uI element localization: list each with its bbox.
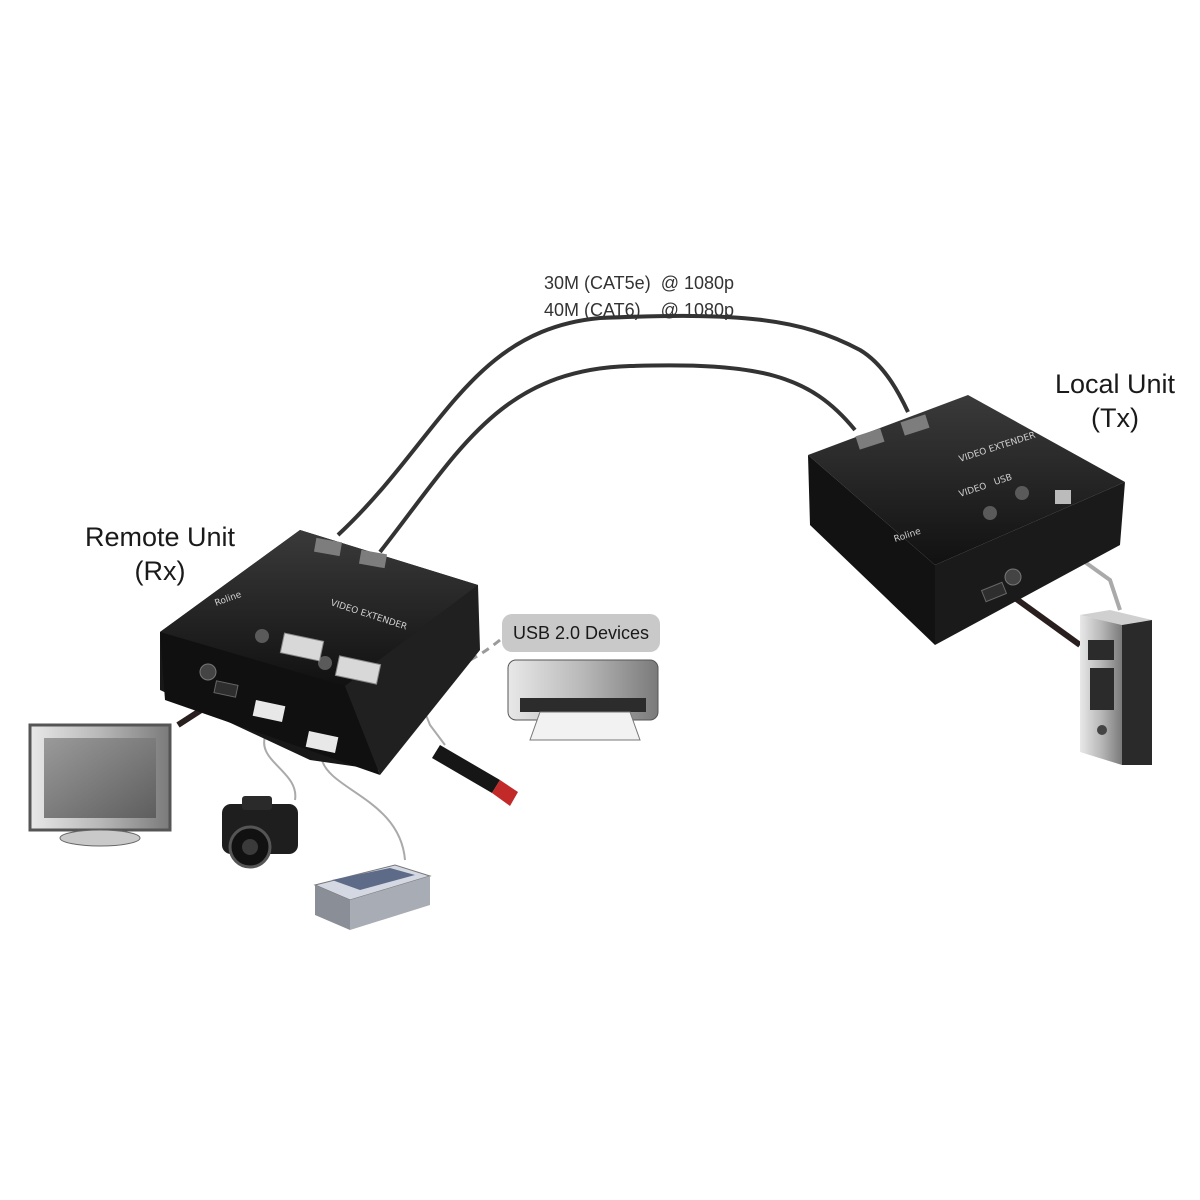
local-unit-title: Local Unit bbox=[1054, 369, 1176, 399]
remote-unit-subtitle: (Rx) bbox=[134, 556, 186, 586]
local-power-jack bbox=[1004, 568, 1022, 586]
cable-cat6 bbox=[378, 363, 857, 554]
remote-unit-title: Remote Unit bbox=[84, 522, 236, 552]
remote-video-led bbox=[255, 629, 269, 643]
cable-spec-cat5e: 30M (CAT5e) @ 1080p bbox=[544, 273, 735, 293]
local-usb-b-port bbox=[1055, 490, 1071, 504]
cable-local-video bbox=[1013, 595, 1082, 648]
camera bbox=[222, 796, 298, 869]
remote-rj45-port-1 bbox=[313, 537, 343, 557]
local-rj45-port-2 bbox=[900, 414, 930, 436]
scanner bbox=[313, 864, 432, 930]
remote-usb-port-3 bbox=[252, 700, 286, 722]
remote-unit: VIDEO EXTENDER Roline bbox=[160, 530, 480, 775]
local-rj45-port-1 bbox=[855, 428, 885, 450]
local-unit: VIDEO EXTENDER VIDEO USB Roline bbox=[808, 395, 1125, 645]
local-unit-subtitle: (Tx) bbox=[1091, 403, 1139, 433]
usb-devices-callout: USB 2.0 Devices bbox=[502, 614, 660, 652]
cable-scanner bbox=[321, 759, 406, 861]
cable-cat5e bbox=[336, 313, 910, 537]
remote-video-port bbox=[213, 680, 239, 698]
flash-drive bbox=[432, 745, 518, 806]
printer bbox=[507, 659, 659, 741]
remote-usb-led bbox=[318, 656, 332, 670]
remote-usb-port-2 bbox=[334, 655, 382, 685]
local-unit-label: Local Unit (Tx) bbox=[1030, 367, 1200, 435]
remote-usb-port-4 bbox=[305, 731, 339, 753]
cable-camera bbox=[263, 729, 297, 801]
remote-usb-port-1 bbox=[279, 632, 325, 662]
remote-unit-label: Remote Unit (Rx) bbox=[55, 520, 265, 588]
remote-rj45-port-2 bbox=[358, 549, 388, 569]
local-video-port bbox=[980, 581, 1008, 603]
cable-spec-cat6: 40M (CAT6) @ 1080p bbox=[544, 300, 735, 320]
local-video-led bbox=[983, 506, 997, 520]
pc-tower bbox=[1080, 610, 1152, 765]
local-usb-led bbox=[1015, 486, 1029, 500]
monitor bbox=[28, 723, 172, 847]
remote-power-jack bbox=[199, 663, 217, 681]
